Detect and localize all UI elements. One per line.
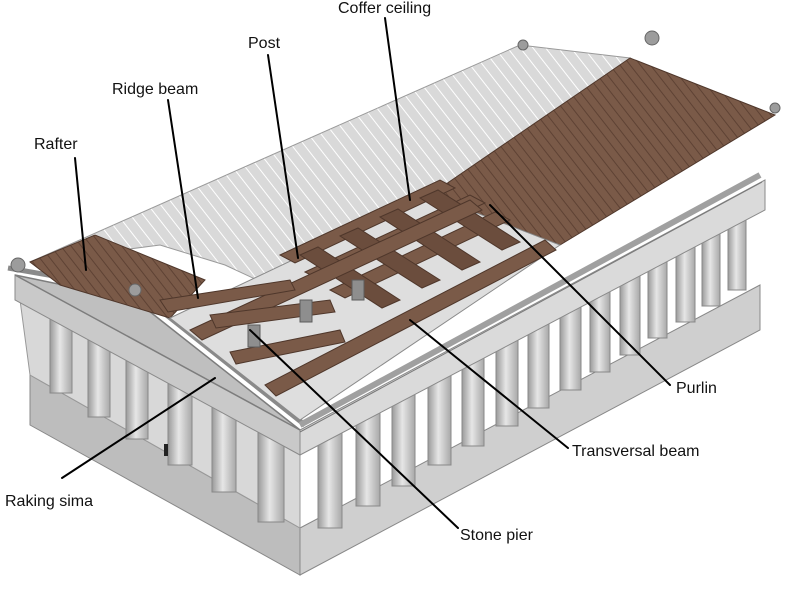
leader-coffer-ceiling <box>384 17 411 201</box>
entablature-side <box>299 179 766 456</box>
leader-raking-sima <box>61 377 216 479</box>
acroterion-left <box>10 257 26 273</box>
side-cornice <box>298 172 762 428</box>
acroterion-back-right <box>769 102 781 114</box>
label-raking-sima: Raking sima <box>5 493 94 510</box>
side-colonnade <box>317 217 747 529</box>
human-figure <box>164 444 168 456</box>
front-colonnade <box>49 317 285 523</box>
acroterion-top <box>128 283 142 297</box>
leader-rafter <box>74 157 87 271</box>
label-coffer-ceiling: Coffer ceiling <box>338 0 432 17</box>
label-stone-pier: Stone pier <box>460 527 533 544</box>
label-ridge-beam: Ridge beam <box>112 81 199 98</box>
acroterion-back-left <box>517 39 529 51</box>
leader-transversal-beam <box>409 319 569 449</box>
leader-purlin <box>489 204 671 386</box>
leader-post <box>267 54 299 259</box>
label-purlin: Purlin <box>676 380 717 397</box>
side-cornice-line <box>299 181 763 433</box>
label-post: Post <box>248 35 281 52</box>
label-transversal-beam: Transversal beam <box>572 443 700 460</box>
acroterion-back <box>644 30 660 46</box>
label-rafter: Rafter <box>34 136 78 153</box>
leader-stone-pier <box>249 329 459 529</box>
leader-ridge-beam <box>167 99 199 299</box>
